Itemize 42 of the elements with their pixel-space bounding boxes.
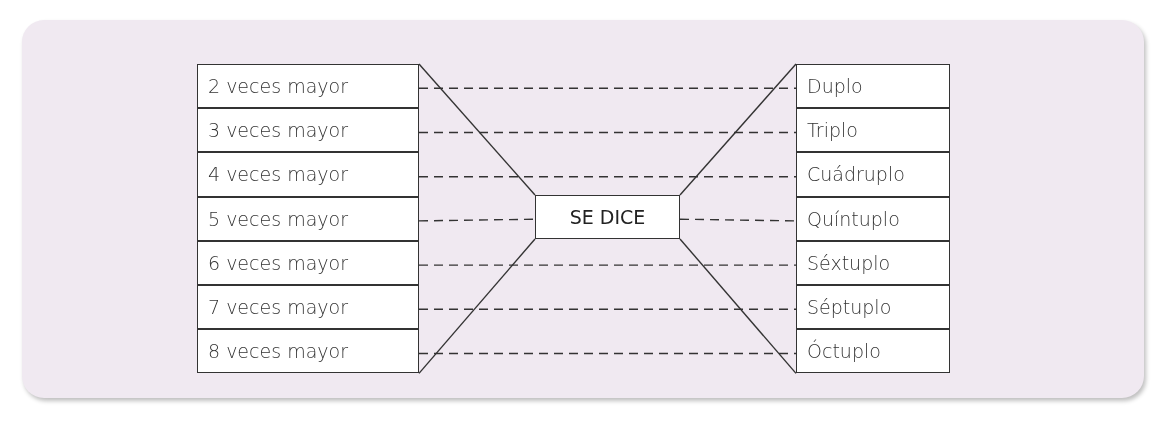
dashed-line <box>418 308 797 310</box>
text-box <box>197 285 419 330</box>
dashed-line <box>418 264 797 266</box>
connector-line <box>418 63 536 196</box>
text-box <box>796 285 950 330</box>
connector-line <box>679 238 797 375</box>
box-label: Óctuplo <box>806 340 881 363</box>
box-label: 5 veces mayor <box>207 207 348 230</box>
box-label: 6 veces mayor <box>207 251 348 274</box>
box-label: 7 veces mayor <box>207 296 348 319</box>
box-label: 3 veces mayor <box>207 119 348 142</box>
text-box <box>796 196 950 241</box>
text-box <box>796 240 950 285</box>
dashed-line <box>418 176 797 178</box>
text-box <box>197 329 419 374</box>
text-box <box>796 64 950 109</box>
box-label: SE DICE <box>569 206 646 228</box>
connector-line <box>418 238 536 375</box>
box-label: Cuádruplo <box>806 163 905 186</box>
dashed-line <box>418 87 797 89</box>
box-label: Triplo <box>806 119 858 142</box>
text-box <box>796 152 950 197</box>
connector-line <box>679 63 797 196</box>
text-box <box>197 108 419 153</box>
text-box <box>197 240 419 285</box>
box-label: Quíntuplo <box>806 207 900 230</box>
dashed-line <box>418 131 797 134</box>
box-label: 2 veces mayor <box>207 75 348 98</box>
text-box <box>796 329 950 374</box>
box-label: Séptuplo <box>806 296 892 319</box>
text-box <box>796 108 950 153</box>
dashed-line <box>418 218 536 222</box>
box-label: Duplo <box>806 75 863 98</box>
text-box <box>197 196 419 241</box>
text-box <box>535 195 680 239</box>
box-label: 8 veces mayor <box>207 340 348 363</box>
box-label: Séxtuplo <box>806 251 891 274</box>
dashed-line <box>418 352 797 355</box>
text-box <box>197 152 419 197</box>
text-box <box>197 64 419 109</box>
box-label: 4 veces mayor <box>207 163 348 186</box>
dashed-line <box>679 218 797 222</box>
